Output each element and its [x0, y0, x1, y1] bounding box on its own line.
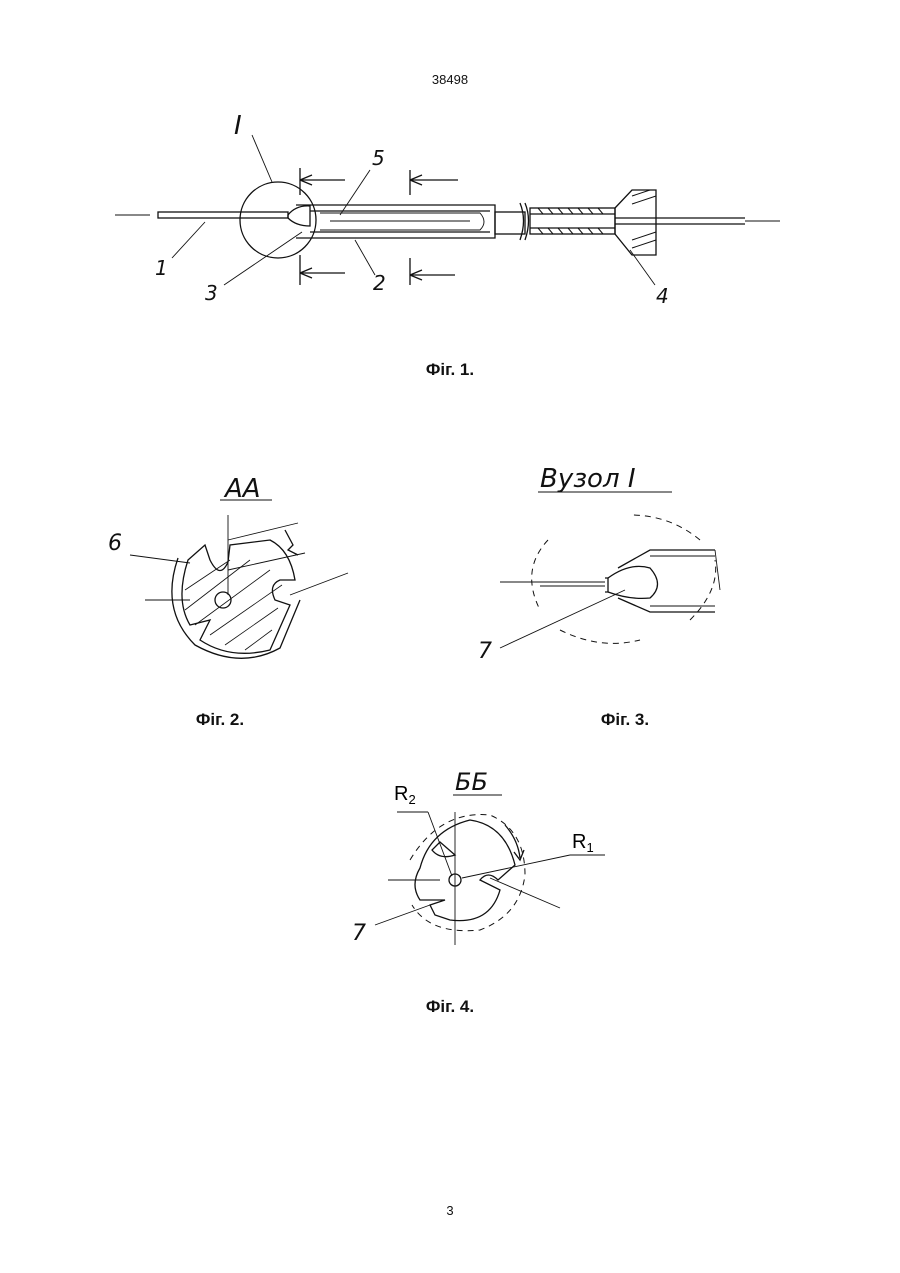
- label-2: 2: [373, 271, 386, 295]
- fig4-section: [410, 815, 525, 931]
- detail-label: I: [234, 111, 242, 141]
- label-3: 3: [205, 281, 218, 305]
- r1-label: R1: [572, 831, 594, 855]
- label-1: 1: [155, 256, 168, 280]
- detail-circle: [240, 182, 316, 258]
- fig1-caption: Фіг. 1.: [350, 360, 550, 380]
- page-number: 3: [0, 1203, 900, 1218]
- label-5: 5: [372, 146, 385, 170]
- slot: [320, 213, 484, 230]
- fig3-title: Вузол I: [540, 464, 636, 494]
- label-4: 4: [656, 284, 669, 308]
- tip: [288, 206, 310, 226]
- fig3-detail: [500, 515, 720, 643]
- fig4-title: ББ: [455, 768, 488, 796]
- r2-label: R2: [394, 783, 416, 807]
- fig2-section: [172, 540, 300, 658]
- fig3-caption: Фіг. 3.: [525, 710, 725, 730]
- fig2-title: АА: [223, 474, 261, 504]
- rod: [158, 212, 288, 218]
- label-7-fig3: 7: [478, 639, 492, 664]
- fig2-caption: Фіг. 2.: [120, 710, 320, 730]
- tube-body: [296, 205, 495, 238]
- label-7-fig4: 7: [352, 921, 366, 946]
- label-6: 6: [108, 531, 122, 556]
- fig4-caption: Фіг. 4.: [350, 997, 550, 1017]
- sleeve: [530, 208, 615, 234]
- handle-head: [615, 190, 656, 255]
